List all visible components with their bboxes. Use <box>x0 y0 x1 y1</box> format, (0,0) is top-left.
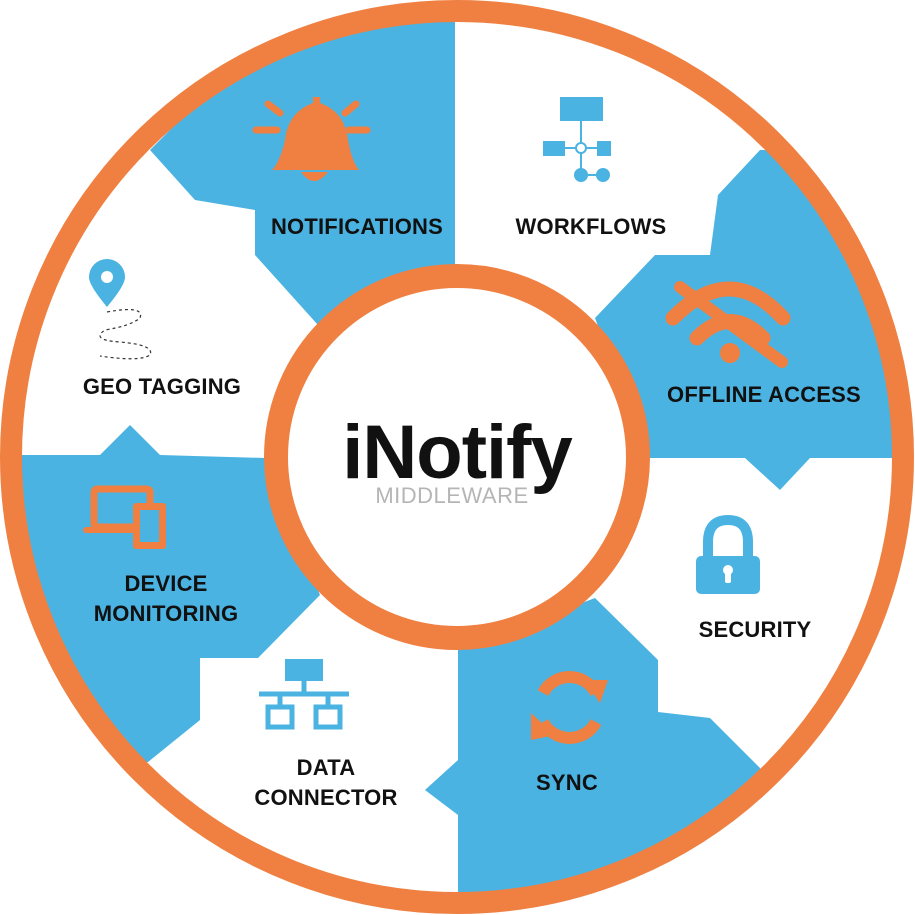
brand-title: iNotify <box>342 410 572 495</box>
segment-label-offline-access: OFFLINE ACCESS <box>667 382 861 407</box>
segment-label-data-connector: DATA <box>297 755 356 780</box>
segment-label-data-connector: CONNECTOR <box>254 785 397 810</box>
segment-label-device-monitoring: MONITORING <box>94 601 239 626</box>
sync-icon <box>531 671 608 744</box>
brand-subtitle: MIDDLEWARE <box>375 483 528 508</box>
center-hub <box>264 264 650 650</box>
wifi-off-icon <box>665 281 791 368</box>
segment-label-geo-tagging: GEO TAGGING <box>83 374 241 399</box>
network-icon <box>259 659 349 730</box>
workflow-icon <box>543 97 611 182</box>
segment-label-notifications: NOTIFICATIONS <box>271 214 443 239</box>
segment-label-sync: SYNC <box>536 770 598 795</box>
segment-labels: NOTIFICATIONS WORKFLOWS OFFLINE ACCESS SECU… <box>83 214 861 810</box>
lock-icon <box>696 514 760 594</box>
segment-label-workflows: WORKFLOWS <box>516 214 667 239</box>
bell-icon <box>252 97 371 181</box>
segment-label-security: SECURITY <box>699 617 812 642</box>
location-pin-icon <box>89 259 152 360</box>
segment-label-device-monitoring: DEVICE <box>124 571 207 596</box>
devices-icon <box>83 485 166 549</box>
